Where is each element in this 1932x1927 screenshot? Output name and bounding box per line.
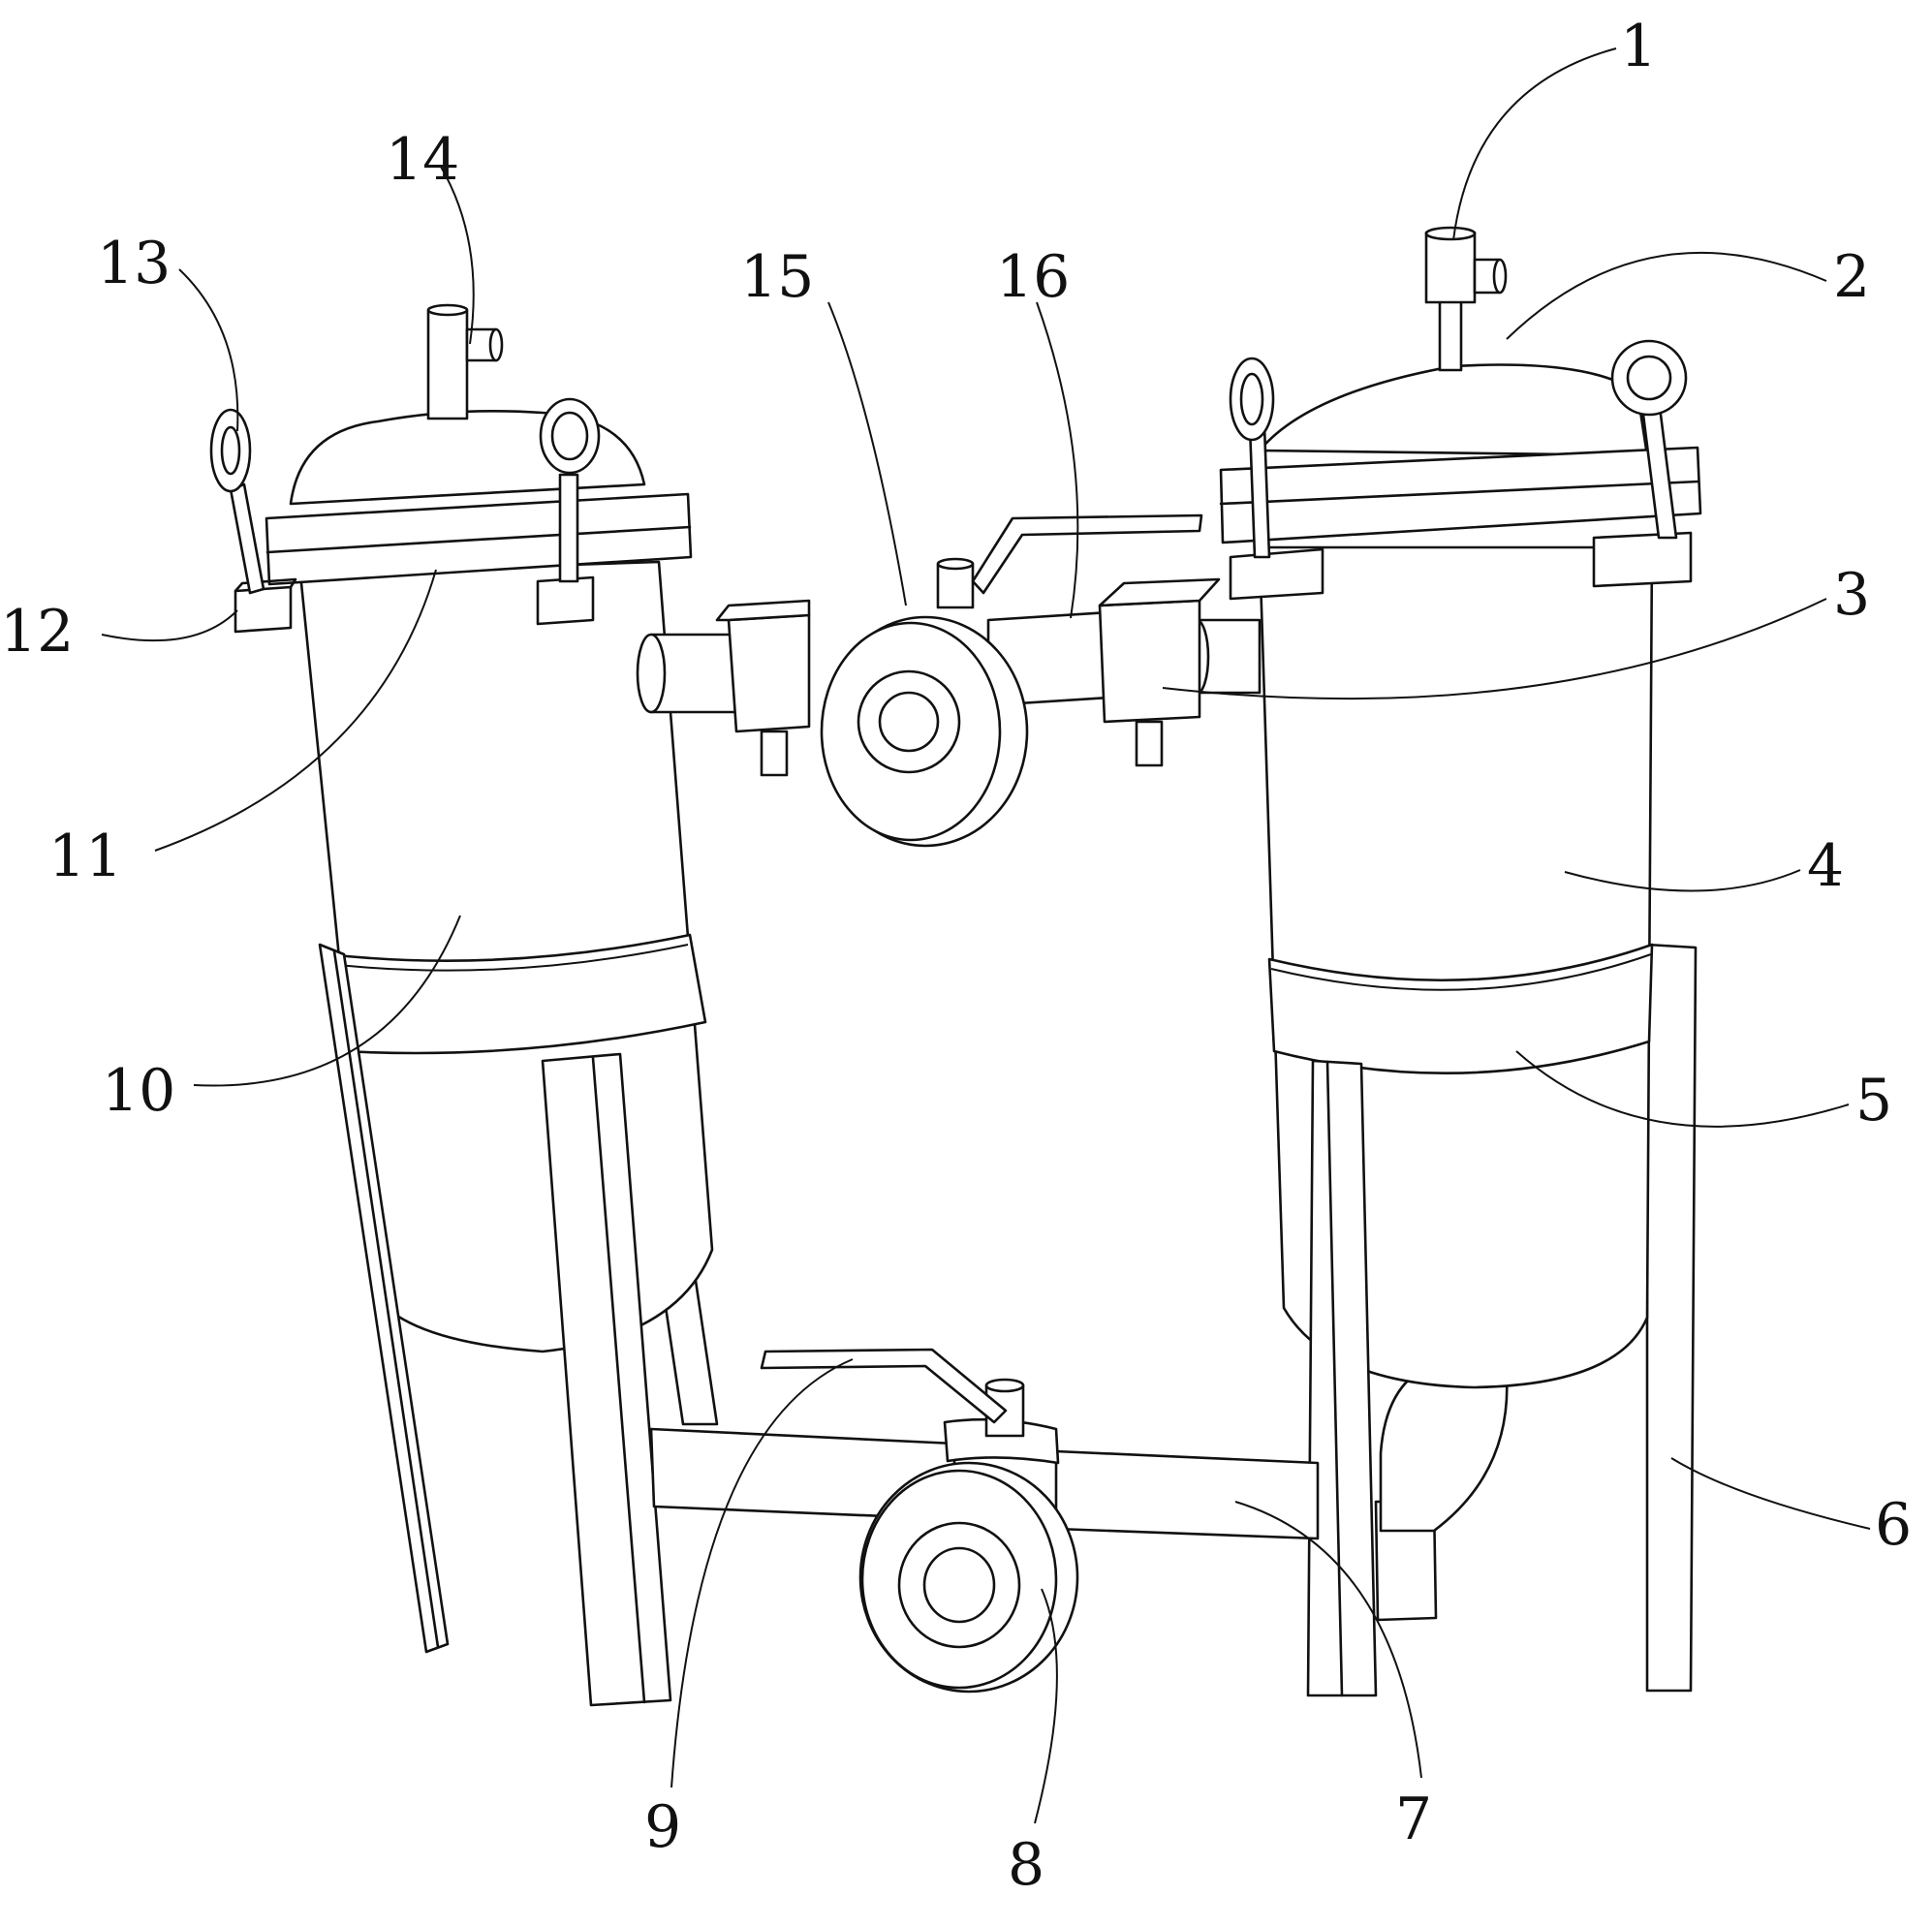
- right-lug-bracket-left: [1229, 547, 1324, 601]
- upper-right-drain-stub: [1135, 720, 1164, 767]
- label-16: 16: [996, 243, 1070, 311]
- left-support-ring: [326, 933, 707, 1055]
- left-eye-bolt-rod-left: [229, 482, 265, 595]
- upper-valve-handle: [971, 513, 1203, 595]
- label-10: 10: [102, 1057, 175, 1125]
- lower-pump-assembly: [649, 1348, 1320, 1694]
- left-inlet-pipe: [426, 308, 469, 420]
- right-filter: [1219, 226, 1702, 1697]
- right-eye-bolt-rod-left: [1248, 424, 1271, 559]
- leader-lines: [101, 47, 1871, 1824]
- upper-left-valve-box: [727, 613, 811, 733]
- lower-valve-handle: [760, 1348, 1008, 1424]
- label-6: 6: [1875, 1491, 1912, 1559]
- label-12: 12: [0, 598, 74, 666]
- label-13: 13: [97, 230, 171, 297]
- label-2: 2: [1833, 243, 1870, 311]
- label-5: 5: [1855, 1067, 1892, 1134]
- upper-pump-assembly: [636, 513, 1262, 848]
- label-4: 4: [1807, 832, 1844, 900]
- right-support-ring: [1267, 943, 1654, 1075]
- label-15: 15: [740, 243, 814, 311]
- upper-right-valve-box: [1098, 599, 1201, 724]
- label-1: 1: [1620, 13, 1657, 80]
- upper-left-drain-stub: [760, 730, 789, 777]
- right-lug-bracket-right: [1592, 531, 1693, 588]
- left-eye-bolt-rod-right: [558, 473, 579, 583]
- left-inlet-pipe-top: [426, 303, 469, 317]
- label-8: 8: [1008, 1831, 1044, 1899]
- lower-right-pipe: [1054, 1449, 1320, 1540]
- left-front-leg-b: [541, 1052, 672, 1707]
- label-9: 9: [644, 1793, 681, 1861]
- label-3: 3: [1833, 561, 1870, 629]
- right-elbow-bend: [1379, 1364, 1509, 1533]
- upper-valve-stem: [936, 562, 975, 609]
- left-inlet-side-port-end: [488, 327, 504, 362]
- left-front-leg-a: [318, 943, 450, 1654]
- lower-valve-collar: [943, 1417, 1060, 1465]
- label-11: 11: [48, 823, 122, 890]
- right-inlet-pipe: [1438, 298, 1463, 372]
- label-7: 7: [1395, 1786, 1432, 1853]
- right-top-cover: [1258, 363, 1649, 457]
- labels: 1 2 3 4 5 6 7 8 9 10 11 12 13 14 15 16: [0, 13, 1912, 1899]
- left-lug-bracket-right: [536, 575, 595, 626]
- label-14: 14: [386, 126, 459, 194]
- right-flange: [1219, 446, 1702, 544]
- left-filter: [209, 303, 719, 1707]
- right-rear-leg: [1645, 943, 1698, 1693]
- left-lug-bracket-left: [234, 585, 293, 634]
- right-inlet-valve: [1424, 231, 1477, 304]
